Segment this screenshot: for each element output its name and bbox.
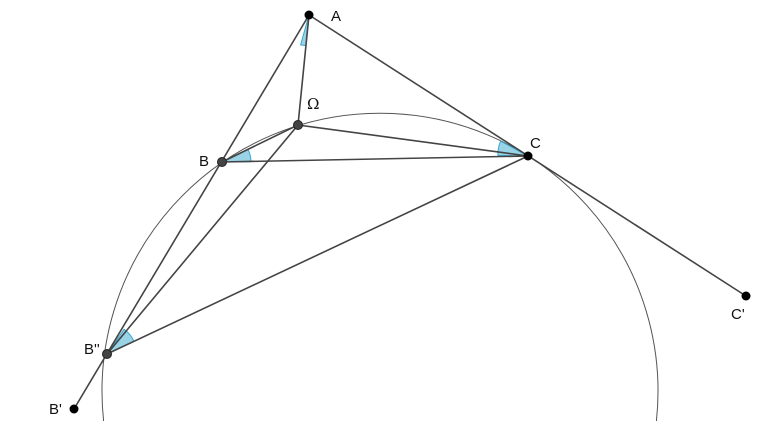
- point-c-prime[interactable]: [741, 291, 751, 301]
- label-b: B: [199, 153, 209, 170]
- segment-b-c: [221, 155, 529, 163]
- point-b-double-prime[interactable]: [102, 349, 112, 359]
- label-c-prime: C': [731, 306, 745, 323]
- point-b-prime[interactable]: [69, 404, 79, 414]
- label-omega: Ω: [307, 95, 319, 113]
- segment-b-omega: [221, 124, 299, 163]
- label-b-double-prime: B'': [84, 341, 100, 358]
- segment-b-double-prime-c: [106, 155, 529, 355]
- point-omega[interactable]: [293, 120, 303, 130]
- label-c: C: [530, 135, 541, 152]
- point-a[interactable]: [304, 10, 314, 20]
- point-c[interactable]: [523, 151, 533, 161]
- segment-omega-c: [297, 124, 529, 157]
- segment-a-omega: [297, 14, 310, 126]
- line-a-b-prime: [73, 14, 310, 410]
- circle-through-b-omega-c: [101, 112, 659, 421]
- label-a: A: [331, 8, 341, 25]
- label-b-prime: B': [49, 401, 62, 418]
- point-b[interactable]: [217, 157, 227, 167]
- segment-omega-b-double-prime: [106, 124, 299, 355]
